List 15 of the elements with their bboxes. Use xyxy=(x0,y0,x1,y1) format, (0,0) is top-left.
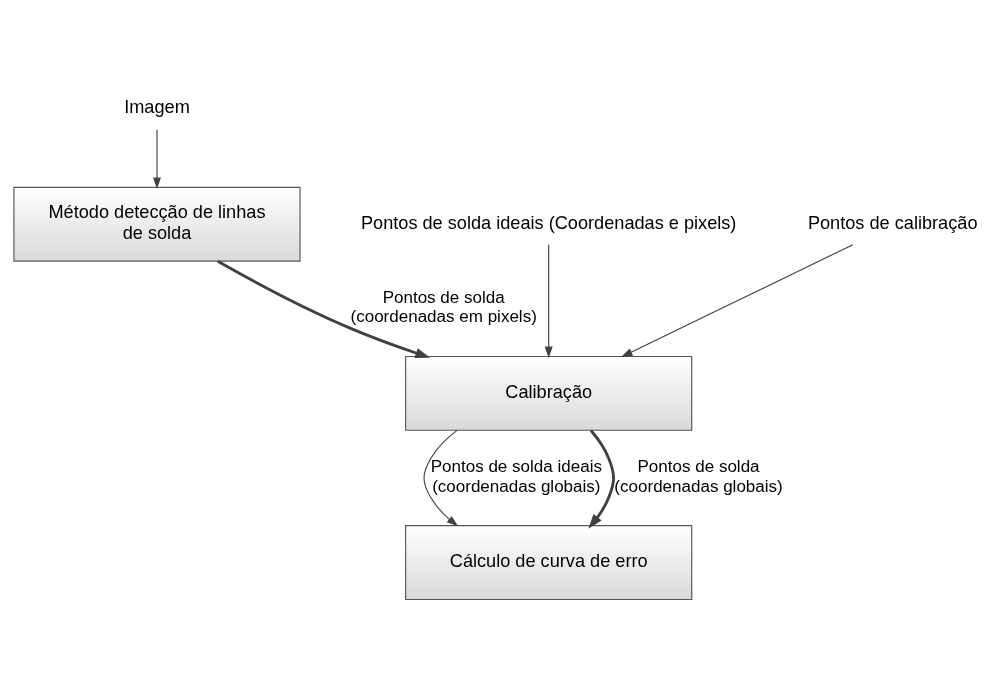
arrow xyxy=(587,429,615,529)
node-text: Imagem xyxy=(123,97,190,118)
node-box: Método detecção de linhas de solda xyxy=(12,186,301,262)
node-box: Calibração xyxy=(404,355,692,431)
node-box: Cálculo de curva de erro xyxy=(404,525,692,601)
edge-label: Pontos de solda (coordenadas em pixels) xyxy=(350,288,537,327)
edge-label: Pontos de solda (coordenadas globais) xyxy=(613,457,783,496)
arrow xyxy=(620,244,853,358)
arrow xyxy=(422,430,458,527)
arrow xyxy=(216,260,430,358)
node-text: Pontos de solda ideais (Coordenadas e pixels) xyxy=(360,212,736,233)
node-text: Pontos de calibração xyxy=(807,212,977,233)
edge-label: Pontos de solda ideais (coordenadas globais) xyxy=(430,457,602,496)
arrow xyxy=(544,244,553,358)
arrow xyxy=(152,129,161,189)
